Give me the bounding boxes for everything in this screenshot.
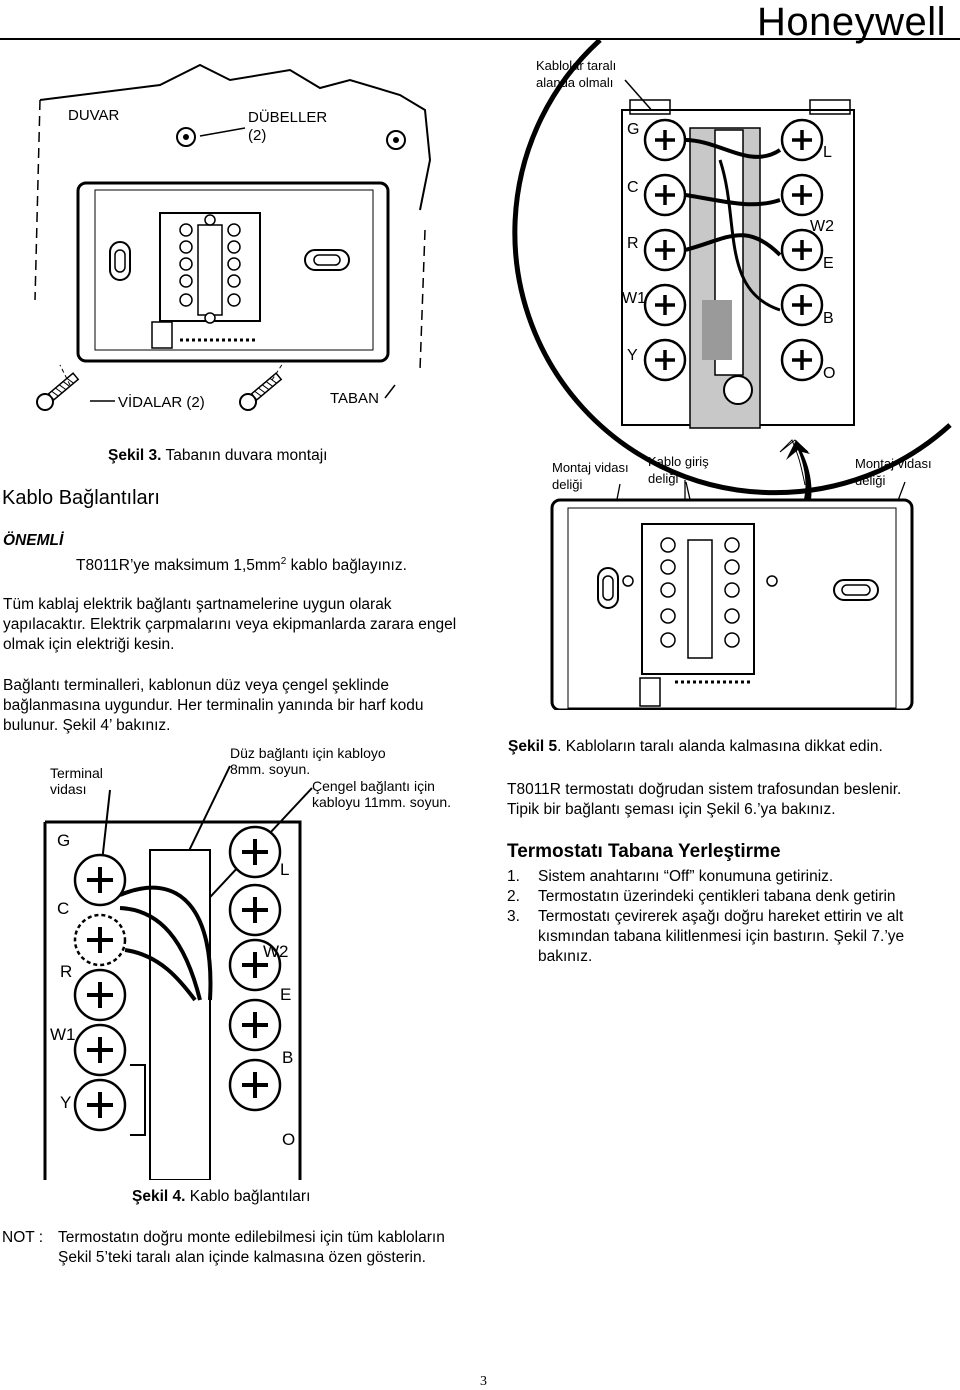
header-rule [0,38,960,40]
f4-term-E: E [280,985,291,1004]
power-line-2: Tipik bir bağlantı şeması için Şekil 6.’… [507,801,836,818]
f5-note-2: alanda olmalı [536,75,613,90]
step-2-text: Termostatın üzerindeki çentikleri tabana… [538,888,896,905]
step-3: 3. Termostatı çevirerek aşağı doğru harek… [507,907,960,967]
figure5-base-diagram: Kablolar taralı alanda olmalı G C R W1 Y… [512,40,952,710]
power-line-1: T8011R termostatı doğrudan sistem trafos… [507,781,902,798]
figure4-terminal-diagram: Terminal vidası Düz bağlantı için kabloy… [43,745,451,1180]
wiring-title: Kablo Bağlantıları [2,487,160,509]
label-terminal-screw-1: Terminal [50,765,103,781]
f5-mount-left-2: deliği [552,477,582,492]
figure3-caption-num: Şekil 3. [108,447,162,464]
mount-steps: 1. Sistem anahtarını “Off” konumuna getir… [507,867,960,967]
wiring-para-safety: Tüm kablaj elektrik bağlantı şartnameler… [3,596,457,653]
figure4-caption-num: Şekil 4. [132,1188,186,1205]
step-1: 1. Sistem anahtarını “Off” konumuna getir… [507,867,960,887]
f5-term-W2: W2 [810,218,834,235]
anchor-right-icon [386,130,406,150]
figure3-caption: Şekil 3. Tabanın duvara montajı [108,446,327,466]
f5-mount-left-1: Montaj vidası [552,460,629,475]
f5-term-L: L [823,144,832,161]
important-text-b: kablo bağlayınız. [286,557,407,575]
important-text: T8011R’ye maksimum 1,5mm2 kablo bağlayın… [76,552,407,576]
f5-term-W1: W1 [622,290,646,307]
important-label: ÖNEMLİ [3,532,64,549]
label-hook-2: kabloyu 11mm. soyun. [312,794,451,810]
screw-left-icon [36,372,80,411]
label-anchors-count: (2) [248,127,266,144]
f4-term-L: L [280,860,289,879]
label-wall: DUVAR [68,107,120,124]
f5-mount-right-1: Montaj vidası [855,456,932,471]
f5-term-G: G [627,121,639,138]
figure4-caption-text: Kablo bağlantıları [185,1188,311,1205]
wiring-para-terminals: Bağlantı terminalleri, kablonun düz veya… [3,677,424,734]
label-base: TABAN [330,390,379,407]
step-2-num: 2. [507,888,520,905]
screw-right-icon [239,372,283,411]
step-3-text: Termostatı çevirerek aşağı doğru hareket… [538,908,905,965]
f4-term-B: B [282,1048,293,1067]
f5-term-B: B [823,310,834,327]
label-anchors: DÜBELLER [248,108,327,126]
figure3-wall-mount-diagram: DUVAR DÜBELLER (2) VİDALAR (2) TABAN [34,63,432,411]
f4-term-R: R [60,962,72,981]
label-screws: VİDALAR (2) [118,393,205,411]
f4-term-O: O [282,1130,295,1149]
f5-term-Y: Y [627,347,638,364]
f5-cable-entry-1: Kablo giriş [648,454,709,469]
step-3-num: 3. [507,908,520,925]
f4-term-G: G [57,831,70,850]
step-1-num: 1. [507,868,520,885]
anchor-left-icon [176,127,196,147]
brand-logo: Honeywell [756,0,946,44]
f4-term-W1: W1 [50,1025,76,1044]
figure5-caption-num: Şekil 5 [508,738,558,755]
note-text: Termostatın doğru monte edilebilmesi içi… [58,1229,445,1266]
page-number: 3 [480,1374,487,1389]
note-label: NOT : [2,1229,44,1246]
f5-term-E: E [823,255,834,272]
important-text-a: T8011R’ye maksimum 1,5mm [76,557,281,575]
label-hook-1: Çengel bağlantı için [312,778,435,794]
f4-term-C: C [57,899,69,918]
f5-mount-right-2: deliği [855,473,885,488]
label-terminal-screw-2: vidası [50,781,87,797]
figure5-caption: Şekil 5. Kabloların taralı alanda kalmas… [508,737,883,757]
figure4-caption: Şekil 4. Kablo bağlantıları [132,1187,310,1207]
figure3-caption-text: Tabanın duvara montajı [161,447,328,464]
f5-term-C: C [627,179,639,196]
mount-title: Termostatı Tabana Yerleştirme [507,841,781,862]
f5-cable-entry-2: deliği [648,471,678,486]
important-sup: 2 [280,556,287,567]
f4-term-W2: W2 [263,942,289,961]
step-1-text: Sistem anahtarını “Off” konumuna getirin… [538,868,834,885]
f5-term-O: O [823,365,835,382]
figure5-caption-text: . Kabloların taralı alanda kalmasına dik… [557,738,883,755]
label-straight-1: Düz bağlantı için kabloyo [230,745,386,761]
step-2: 2. Termostatın üzerindeki çentikleri taba… [507,887,960,907]
f4-term-Y: Y [60,1093,71,1112]
f5-term-R: R [627,235,639,252]
label-straight-2: 8mm. soyun. [230,761,310,777]
